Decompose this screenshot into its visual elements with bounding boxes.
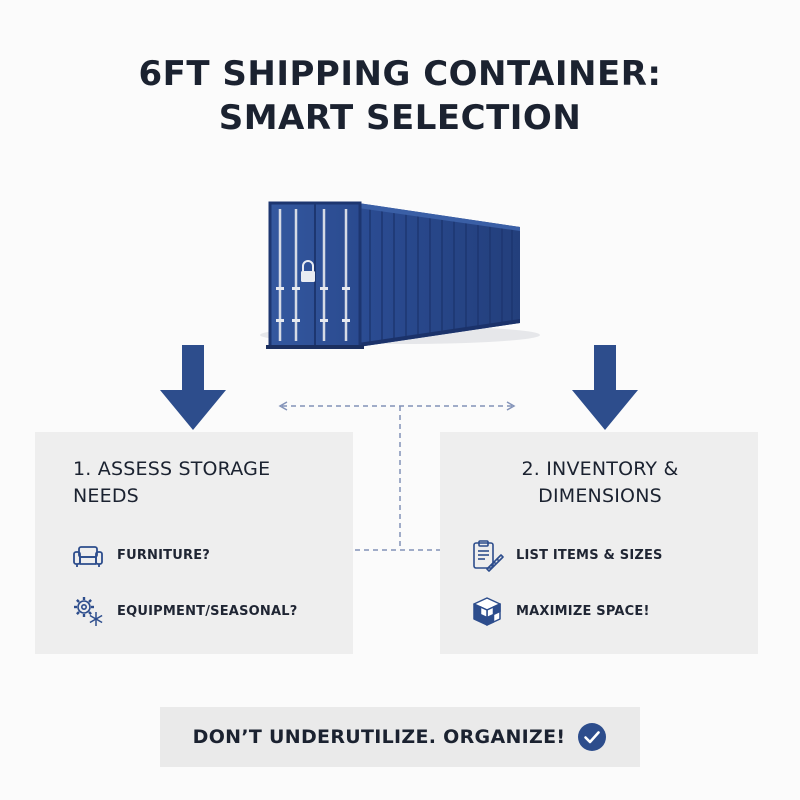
padlock-icon	[301, 260, 315, 282]
item-label-maximize-space: MAXIMIZE SPACE!	[516, 603, 650, 619]
footer-banner: DON’T UNDERUTILIZE. ORGANIZE!	[160, 707, 640, 767]
page-title: 6FT SHIPPING CONTAINER: SMART SELECTION	[0, 52, 800, 140]
step-panel-inventory: 2. INVENTORY & DIMENSIONS LIST ITEMS & S…	[440, 432, 758, 654]
arrow-down-right-icon	[572, 345, 638, 430]
arrow-down-left-icon	[160, 345, 226, 430]
step-heading-line-1: 1. ASSESS STORAGE	[73, 458, 271, 480]
list-item-equipment: EQUIPMENT/SEASONAL?	[71, 594, 297, 628]
step-heading-inventory: 2. INVENTORY & DIMENSIONS	[480, 456, 720, 510]
stacked-boxes-icon	[473, 597, 501, 626]
check-circle-icon	[578, 723, 607, 751]
list-item-maximize-space: MAXIMIZE SPACE!	[470, 594, 650, 628]
title-line-2: SMART SELECTION	[218, 98, 582, 138]
title-line-1: 6FT SHIPPING CONTAINER:	[138, 54, 662, 94]
step-heading-assess: 1. ASSESS STORAGE NEEDS	[73, 456, 333, 510]
step-panel-assess: 1. ASSESS STORAGE NEEDS FURNITURE?	[35, 432, 353, 654]
list-item-furniture: FURNITURE?	[71, 538, 210, 572]
item-label-list-items: LIST ITEMS & SIZES	[516, 547, 663, 563]
shipping-container-illustration	[260, 201, 540, 349]
sofa-icon	[73, 546, 103, 567]
banner-text: DON’T UNDERUTILIZE. ORGANIZE!	[192, 726, 566, 748]
item-label-equipment: EQUIPMENT/SEASONAL?	[117, 603, 298, 619]
list-item-list-items: LIST ITEMS & SIZES	[470, 538, 663, 572]
step-heading-line-2: DIMENSIONS	[538, 485, 662, 507]
item-label-furniture: FURNITURE?	[117, 547, 211, 563]
step-heading-line-2: NEEDS	[73, 485, 139, 507]
clipboard-ruler-icon	[473, 540, 504, 572]
gear-snowflake-icon	[74, 597, 103, 626]
step-heading-line-1: 2. INVENTORY &	[521, 458, 679, 480]
